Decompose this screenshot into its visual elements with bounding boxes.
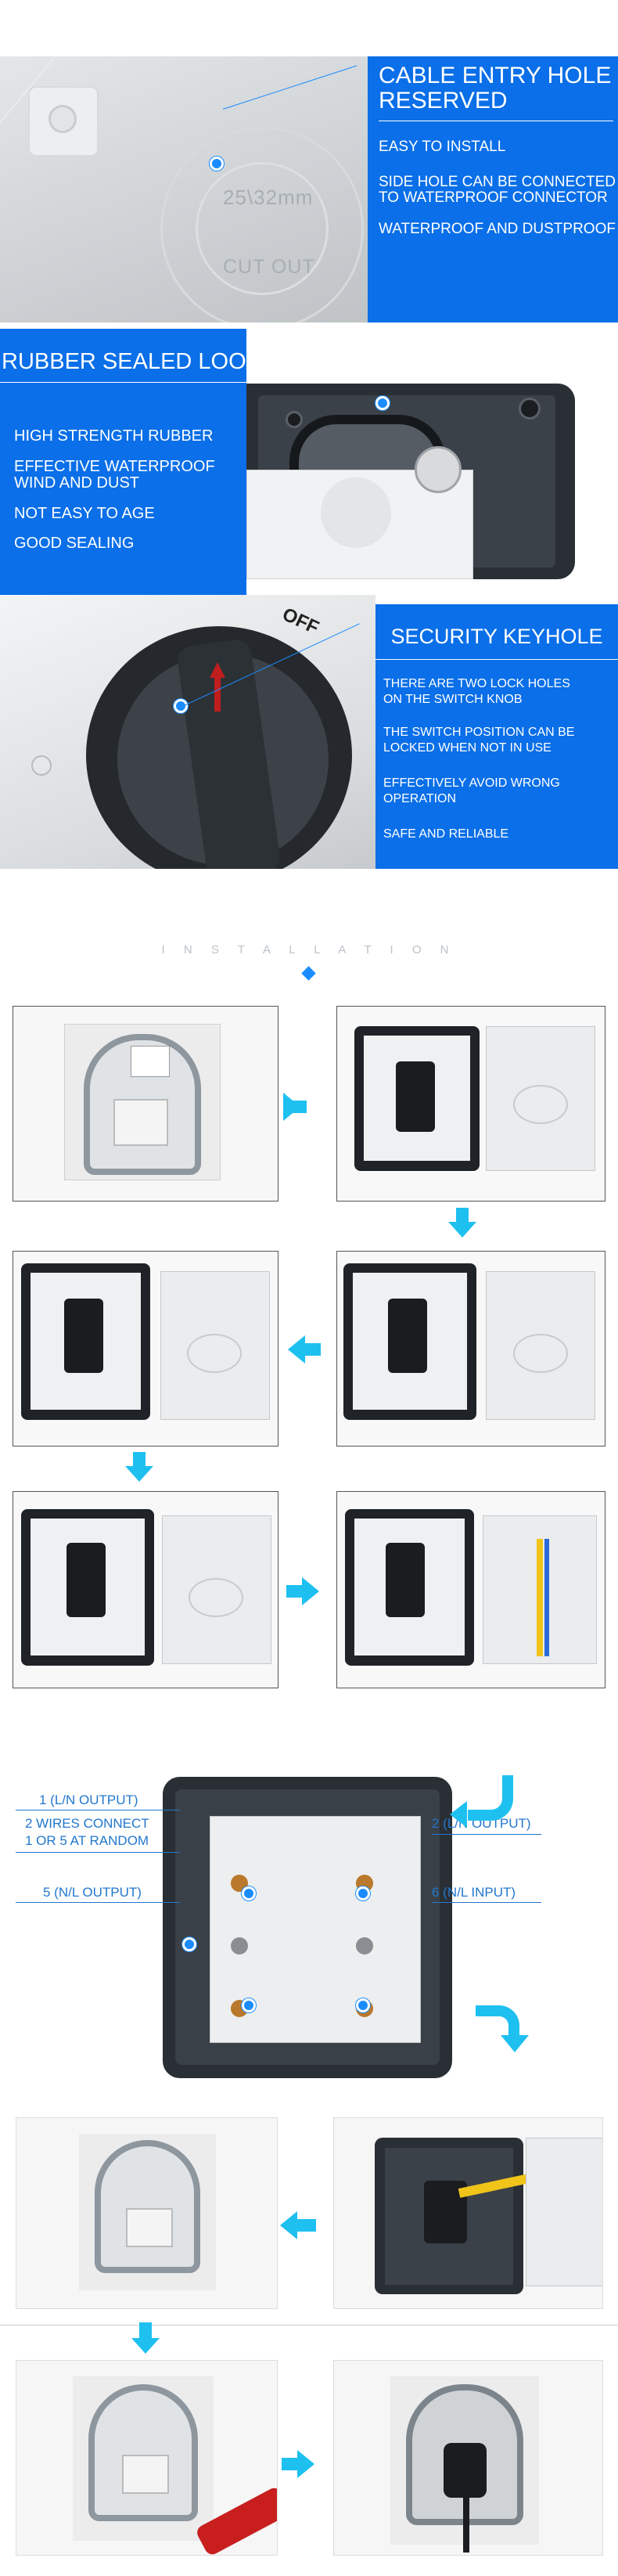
bullet-4: WATERPROOF AND DUSTPROOF <box>379 221 616 237</box>
bullet-5: EFFECTIVELY AVOID WRONG <box>383 776 560 790</box>
feature-security-keyhole: OFF SECURITY KEYHOLE THERE ARE TWO LOCK … <box>0 595 618 869</box>
heading-diamond-icon <box>301 966 316 981</box>
bullet-3: THE SWITCH POSITION CAN BE <box>383 726 575 739</box>
keyhole-info-panel: SECURITY KEYHOLE THERE ARE TWO LOCK HOLE… <box>375 604 618 869</box>
install-step-2 <box>336 1006 605 1202</box>
bullet-2: ON THE SWITCH KNOB <box>383 693 523 706</box>
panel-title: SECURITY KEYHOLE <box>390 625 603 648</box>
installation-heading: I N S T A L L A T I O N <box>161 943 457 957</box>
switch-knob-photo: OFF <box>0 595 375 869</box>
bullet-5: GOOD SEALING <box>14 535 135 552</box>
bullet-6: OPERATION <box>383 792 457 805</box>
terminal-5b-marker <box>242 1998 256 2012</box>
down-arrow-icon <box>133 1452 146 1468</box>
bullet-4: LOCKED WHEN NOT IN USE <box>383 741 552 755</box>
label-random: 1 OR 5 AT RANDOM <box>25 1833 149 1848</box>
final-step-cover <box>16 2117 278 2309</box>
bullet-1: HIGH STRENGTH RUBBER <box>14 427 214 445</box>
bullet-2: EFFECTIVE WATERPROOF <box>14 458 215 475</box>
bullet-7: SAFE AND RELIABLE <box>383 827 509 841</box>
label-terminal-1: 1 (L/N OUTPUT) <box>39 1792 138 1807</box>
install-step-5 <box>13 1491 278 1688</box>
label-wires-connect: 2 WIRES CONNECT <box>25 1816 149 1831</box>
enclosure-side-photo: 25\32mm CUT OUT <box>0 56 368 322</box>
wiring-diagram: 1 (L/N OUTPUT) 2 WIRES CONNECT 1 OR 5 AT… <box>0 1761 618 2078</box>
left-arrow-icon <box>288 1335 305 1364</box>
down-arrow-icon <box>139 2322 152 2340</box>
callout-dot <box>375 396 390 410</box>
callout-dot <box>174 699 188 713</box>
final-step-screw <box>16 2360 278 2556</box>
bullet-3: WIND AND DUST <box>14 474 139 492</box>
bullet-4: NOT EASY TO AGE <box>14 505 155 522</box>
terminal-2-marker <box>356 1886 370 1900</box>
label-terminal-5: 5 (N/L OUTPUT) <box>43 1885 142 1900</box>
install-step-3 <box>336 1251 605 1447</box>
install-step-6 <box>336 1491 605 1688</box>
feature-cable-entry: 25\32mm CUT OUT CABLE ENTRY HOLE RESERVE… <box>0 0 618 329</box>
panel-title: CABLE ENTRY HOLE <box>379 63 612 88</box>
off-label: OFF <box>278 603 322 639</box>
final-step-plugged <box>333 2360 603 2556</box>
feature-rubber-seal: RUBBER SEALED LOOP HIGH STRENGTH RUBBER … <box>0 329 618 595</box>
bullet-2: SIDE HOLE CAN BE CONNECTED <box>379 174 616 190</box>
install-step-4 <box>13 1251 278 1447</box>
terminal-6-marker <box>356 1998 370 2012</box>
panel-title-2: RESERVED <box>379 88 508 113</box>
right-arrow-icon <box>282 2458 299 2470</box>
cut-out-imprint: CUT OUT <box>223 256 315 278</box>
rubber-seal-info-panel: RUBBER SEALED LOOP HIGH STRENGTH RUBBER … <box>0 329 261 595</box>
curved-arrow-icon <box>468 1775 513 1821</box>
seal-loop-photo <box>246 329 618 595</box>
bullet-3: TO WATERPROOF CONNECTOR <box>379 189 608 206</box>
right-arrow-icon <box>286 1585 304 1598</box>
curved-arrow-icon <box>476 2005 519 2037</box>
down-arrow-icon <box>456 1208 469 1223</box>
panel-title: RUBBER SEALED LOOP <box>2 349 261 374</box>
terminal-1-marker <box>242 1886 256 1900</box>
label-terminal-6: 6 (N/L INPUT) <box>432 1885 516 1900</box>
left-arrow-icon <box>280 2211 297 2239</box>
bullet-1: EASY TO INSTALL <box>379 139 506 155</box>
bullet-1: THERE ARE TWO LOCK HOLES <box>383 677 570 690</box>
install-step-1 <box>13 1006 278 1202</box>
final-step-wired <box>333 2117 603 2309</box>
callout-dot <box>210 157 224 171</box>
terminal-5-marker <box>182 1937 196 1951</box>
size-imprint: 25\32mm <box>223 186 314 209</box>
cable-entry-info-panel: CABLE ENTRY HOLE RESERVED EASY TO INSTAL… <box>368 56 618 322</box>
